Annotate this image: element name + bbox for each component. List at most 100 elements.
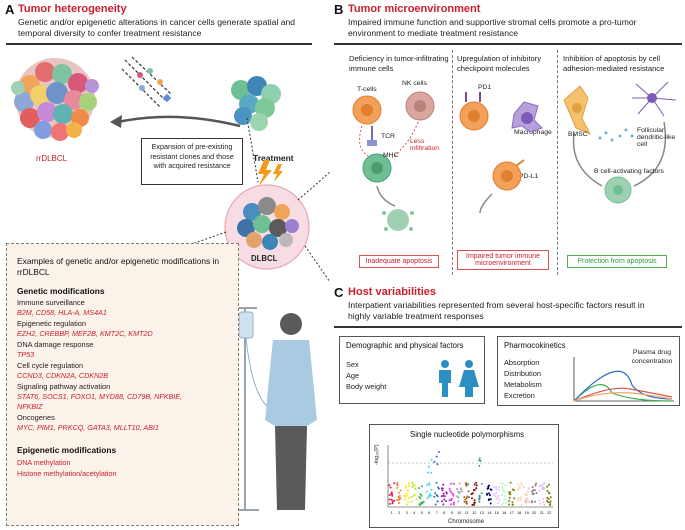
macrophage-label: Macrophage xyxy=(514,129,552,136)
chromosome-tick-label: 5 xyxy=(421,511,423,515)
snp-point xyxy=(531,493,534,496)
panel-c-title: Host variabilities xyxy=(348,286,437,298)
expansion-arrow-icon xyxy=(110,115,241,128)
snp-point xyxy=(434,503,437,506)
snp-point xyxy=(406,503,408,506)
snp-point xyxy=(495,491,498,494)
snp-point xyxy=(475,487,478,490)
group-genes: EZH2, CREBBP, MEF2B, KMT2C, KMT2D xyxy=(17,329,153,338)
snp-point xyxy=(530,501,533,504)
snp-point xyxy=(398,502,400,504)
snp-point xyxy=(517,488,520,491)
snp-point xyxy=(429,492,432,495)
snp-point xyxy=(428,494,431,497)
chromosome-tick-label: 16 xyxy=(502,511,506,515)
snp-point xyxy=(421,485,423,488)
snp-point xyxy=(442,492,445,495)
snp-point xyxy=(445,500,448,502)
rrdlbcl-tumor-cluster-icon xyxy=(11,58,99,141)
chromosome-tick-label: 15 xyxy=(495,511,499,515)
panel-a-letter: A xyxy=(5,2,15,17)
chromosome-tick-label: 17 xyxy=(510,511,514,515)
nkcells-label: NK cells xyxy=(402,80,427,87)
epigenetic-item: DNA methylation xyxy=(17,458,71,467)
snp-point xyxy=(398,495,401,497)
column-separator xyxy=(452,50,453,275)
snp-point xyxy=(487,499,490,501)
dlbcl-label: DLBCL xyxy=(251,254,278,263)
chromosome-tick-label: 4 xyxy=(413,511,415,515)
snp-point xyxy=(391,493,394,496)
snp-point xyxy=(419,497,422,500)
col1-heading: Deficiency in tumor-infiltrating immune … xyxy=(349,54,449,73)
snp-point xyxy=(430,494,433,497)
snp-point xyxy=(445,491,448,494)
group-genes: MYC, PIM1, PRKCQ, GATA3, MLLT10, ABI1 xyxy=(17,423,159,432)
snp-point xyxy=(391,494,394,497)
snp-point xyxy=(430,458,433,461)
group-label: Epigenetic regulation xyxy=(17,319,87,328)
genetic-modifications-box: Examples of genetic and/or epigenetic mo… xyxy=(6,243,239,526)
snp-point xyxy=(428,465,430,468)
snp-point xyxy=(489,502,492,505)
snp-point xyxy=(458,492,461,495)
snp-point xyxy=(449,489,452,492)
chromosome-tick-label: 1 xyxy=(391,511,393,515)
snp-point xyxy=(467,496,470,499)
snp-point xyxy=(464,482,467,485)
snp-point xyxy=(543,503,546,506)
snp-point xyxy=(534,500,536,503)
demographic-title: Demographic and physical factors xyxy=(346,341,464,350)
col3-heading: Inhibition of apoptosis by cell adhesion… xyxy=(563,54,665,73)
snp-point xyxy=(414,484,417,487)
snp-point xyxy=(408,496,411,499)
group-genes: CCND3, CDKN2A, CDKN2B xyxy=(17,371,109,380)
snp-point xyxy=(495,486,498,489)
snp-point xyxy=(478,464,481,467)
snp-point xyxy=(388,484,391,487)
snp-point xyxy=(408,484,411,487)
snp-point xyxy=(448,487,451,490)
snp-point xyxy=(480,492,483,495)
snp-point xyxy=(428,482,430,485)
snp-point xyxy=(520,481,523,484)
snp-point xyxy=(508,492,511,495)
snp-point xyxy=(457,500,460,503)
mhc-label: MHC xyxy=(383,152,399,159)
snp-point xyxy=(478,496,481,499)
snp-point xyxy=(508,503,511,506)
apoptotic-cell-icon xyxy=(382,209,414,231)
panel-c-divider xyxy=(334,326,682,328)
panel-a-subtitle: Genetic and/or epigenetic alterations in… xyxy=(18,17,296,38)
snp-point xyxy=(525,498,527,501)
snp-point xyxy=(427,471,429,474)
snp-point xyxy=(488,484,490,487)
panel-c-letter: C xyxy=(334,285,344,300)
snp-point xyxy=(404,498,407,501)
less-infiltration-label: Less infiltration xyxy=(410,138,440,152)
chromosome-tick-label: 13 xyxy=(480,511,484,515)
snp-point xyxy=(508,496,511,499)
snp-point xyxy=(473,501,476,504)
snp-point xyxy=(467,483,470,486)
snp-point xyxy=(479,459,482,462)
snp-point xyxy=(501,494,503,496)
panel-b-title: Tumor microenvironment xyxy=(348,3,481,15)
snp-point xyxy=(528,501,531,504)
snp-point xyxy=(546,485,549,488)
snp-point xyxy=(501,487,504,490)
snp-point xyxy=(502,502,505,504)
snp-point xyxy=(508,491,511,494)
snp-point xyxy=(465,500,468,503)
group-genes: B2M, CD58, HLA-A, MS4A1 xyxy=(17,308,107,317)
patient-iv-icon xyxy=(231,307,317,511)
snp-point xyxy=(396,486,399,489)
pharmacokinetics-box: Pharmocokinetics Absorption Distribution… xyxy=(497,336,680,406)
snp-point xyxy=(391,500,394,503)
snp-point xyxy=(460,490,463,493)
snp-point xyxy=(404,496,407,498)
genetic-alteration-icon xyxy=(121,56,173,108)
snp-xlabel: Chromosome xyxy=(448,519,485,525)
chromosome-tick-label: 6 xyxy=(428,511,430,515)
snp-point xyxy=(471,503,474,506)
